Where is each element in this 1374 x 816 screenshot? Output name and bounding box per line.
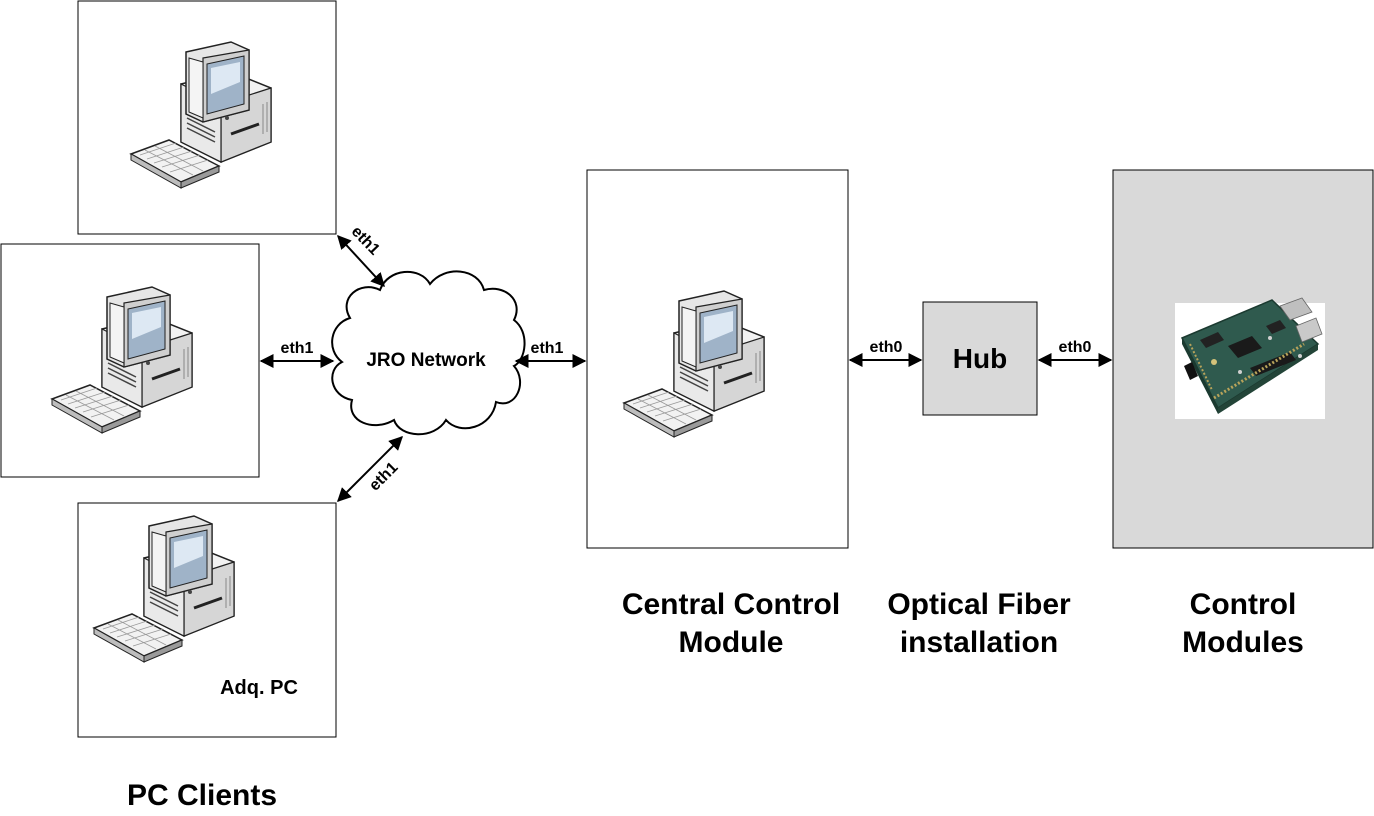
- pc-client-adq: Adq. PC: [77, 502, 337, 738]
- network-label: JRO Network: [366, 350, 486, 371]
- link-label: eth0: [870, 339, 903, 356]
- hub-box: Hub: [922, 301, 1038, 416]
- pc-client-middle: [0, 243, 260, 478]
- link-hub-modules: eth0: [1037, 339, 1113, 367]
- central-caption-line2: Module: [679, 626, 784, 659]
- pc-clients-caption: PC Clients: [127, 779, 277, 812]
- fiber-caption-line2: installation: [900, 626, 1058, 659]
- modules-caption-line2: Modules: [1182, 626, 1304, 659]
- link-top: eth1: [337, 223, 385, 288]
- link-network-central: eth1: [514, 340, 587, 368]
- link-central-hub: eth0: [848, 339, 923, 367]
- central-control-box: [586, 169, 849, 549]
- link-label: eth1: [366, 459, 401, 494]
- link-bottom: eth1: [337, 436, 403, 502]
- modules-caption-line1: Control: [1190, 588, 1297, 621]
- link-label: eth1: [531, 340, 564, 357]
- control-modules-box: [1112, 169, 1374, 549]
- pc-client-top: [77, 0, 337, 235]
- circuit-board-image: [1175, 297, 1325, 419]
- hub-label: Hub: [953, 343, 1007, 374]
- link-label: eth1: [281, 340, 314, 357]
- central-caption-line1: Central Control: [622, 588, 840, 621]
- link-middle: eth1: [259, 340, 335, 368]
- jro-network-cloud: JRO Network: [331, 270, 526, 436]
- link-label: eth0: [1059, 339, 1092, 356]
- adq-pc-label: Adq. PC: [220, 677, 298, 699]
- fiber-caption-line1: Optical Fiber: [887, 588, 1071, 621]
